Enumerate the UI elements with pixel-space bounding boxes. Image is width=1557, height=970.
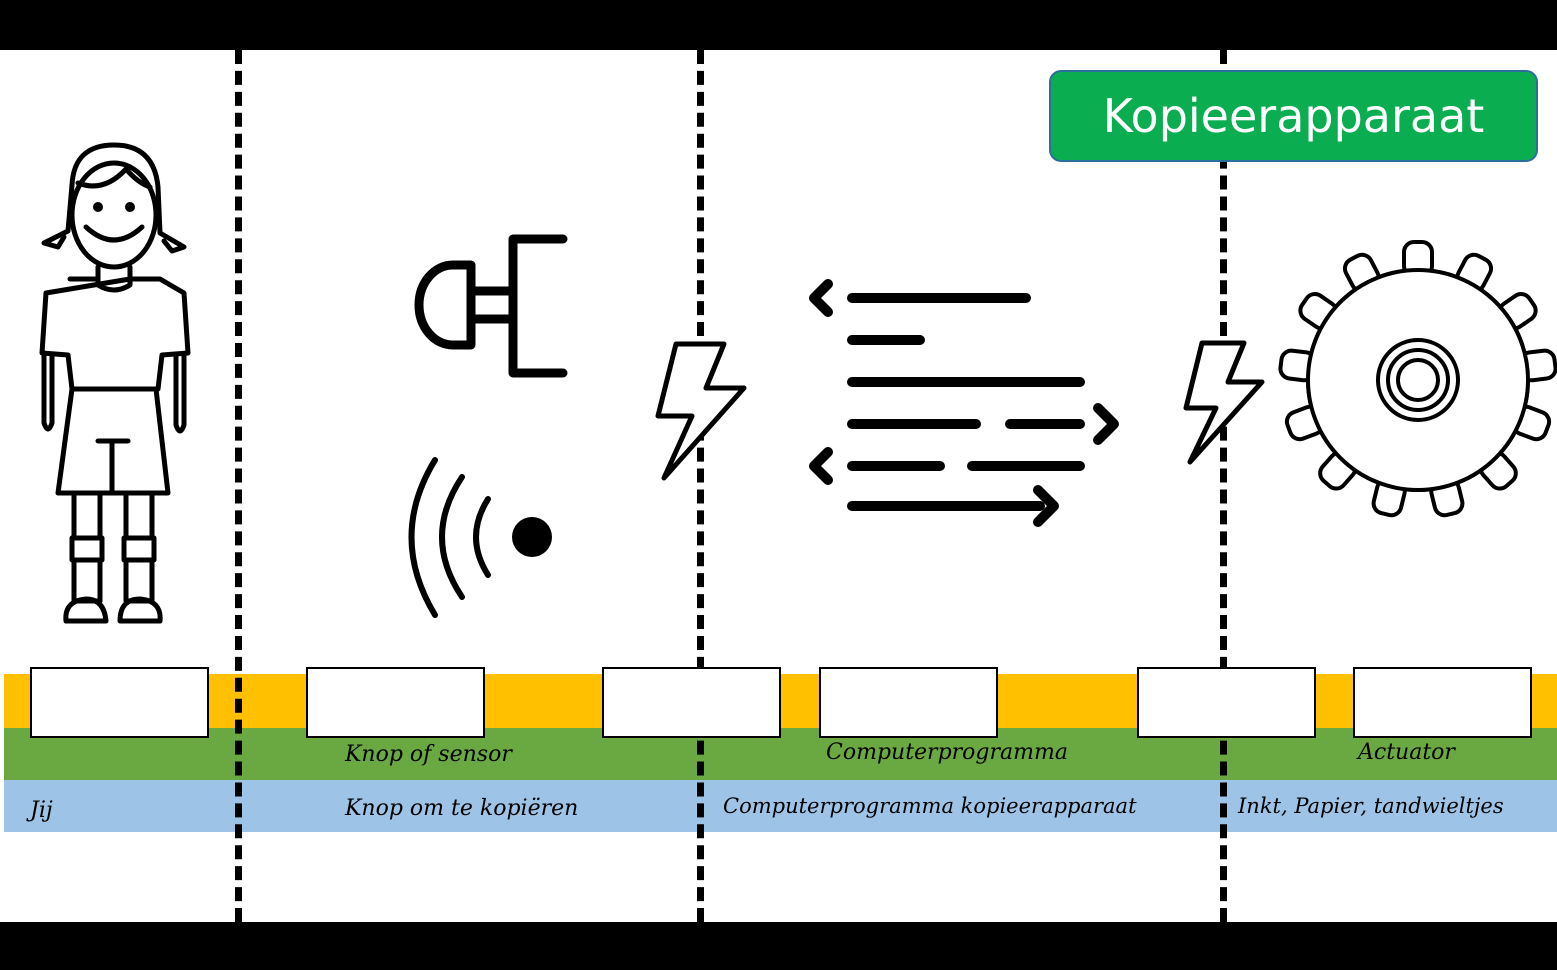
bottom-bar (0, 922, 1557, 970)
button-example-label: Knop om te kopiëren (345, 796, 579, 821)
blank-label-box[interactable] (602, 667, 781, 738)
actuator-category-label: Actuator (1358, 740, 1455, 765)
blank-label-box[interactable] (819, 667, 998, 738)
blank-label-box[interactable] (306, 667, 485, 738)
title-badge: Kopieerapparaat (1049, 70, 1538, 162)
lightning-icon (655, 341, 747, 481)
column-divider (235, 50, 242, 922)
you-label: Jij (30, 798, 53, 823)
title-text: Kopieerapparaat (1102, 89, 1485, 143)
push-button-icon (414, 234, 568, 378)
blank-label-box[interactable] (1137, 667, 1316, 738)
wireless-sensor-icon (408, 457, 552, 618)
column-divider (1220, 50, 1227, 922)
lightning-icon (1183, 340, 1265, 465)
blue-band (4, 780, 1557, 832)
blank-label-box[interactable] (1353, 667, 1532, 738)
parts-example-label: Inkt, Papier, tandwieltjes (1238, 794, 1504, 818)
program-example-label: Computerprogramma kopieerapparaat (723, 794, 1137, 818)
code-lines-icon (809, 279, 1119, 527)
blank-label-box[interactable] (30, 667, 209, 738)
program-category-label: Computerprogramma (826, 740, 1068, 765)
person-icon (39, 142, 191, 624)
column-divider (697, 50, 704, 922)
gear-icon (1278, 240, 1557, 518)
top-bar (0, 0, 1557, 50)
sensor-category-label: Knop of sensor (345, 742, 512, 767)
